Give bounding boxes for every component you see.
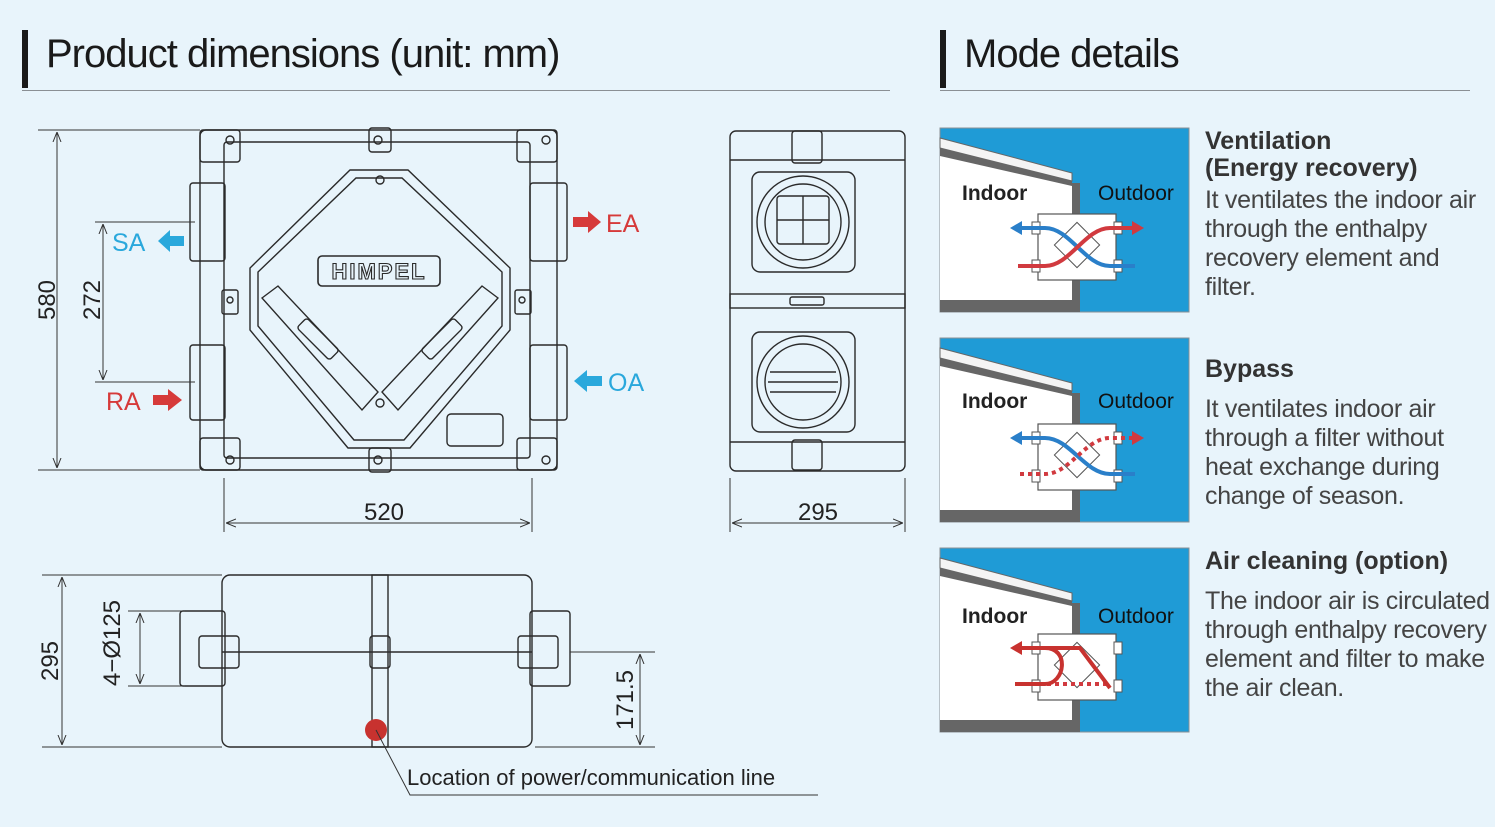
indoor-label: Indoor xyxy=(962,390,1027,413)
mode-title-line1: Air cleaning (option) xyxy=(1205,547,1449,575)
offset-dim-label: 171.5 xyxy=(612,670,639,730)
width-dim-label: 520 xyxy=(364,499,404,526)
mode-description: It ventilates indoor air through a filte… xyxy=(1205,395,1444,510)
ra-port xyxy=(189,344,226,421)
height-dim-label: 580 xyxy=(34,280,61,320)
sa-port xyxy=(189,182,226,262)
bottom-port-left xyxy=(179,610,226,687)
ea-port xyxy=(529,182,568,262)
sa-arrow-icon xyxy=(158,230,184,252)
mode-bypass: Bypass It ventilates indoor air through … xyxy=(1205,356,1490,511)
supply-arrow-icon xyxy=(1010,221,1022,235)
oa-label: OA xyxy=(608,369,644,397)
side-view xyxy=(729,130,906,472)
outdoor-label: Outdoor xyxy=(1098,182,1174,205)
exhaust-arrow-icon xyxy=(1132,431,1144,445)
ra-label: RA xyxy=(106,388,141,416)
mode-bypass-diagram: Indoor Outdoor xyxy=(939,337,1190,523)
oa-arrow-icon xyxy=(574,370,602,392)
exhaust-arrow-icon xyxy=(1132,221,1144,235)
supply-arrow-icon xyxy=(1010,431,1022,445)
dimensions-title: Product dimensions (unit: mm) xyxy=(46,32,560,76)
filter-right xyxy=(381,285,500,412)
logo-plate xyxy=(317,255,441,287)
modes-title: Mode details xyxy=(964,32,1180,76)
bottom-port-right xyxy=(529,610,571,687)
mode-ventilation-diagram: Indoor Outdoor xyxy=(939,127,1190,313)
outdoor-label: Outdoor xyxy=(1098,390,1174,413)
mode-air-cleaning: Air cleaning (option) The indoor air is … xyxy=(1205,548,1490,703)
bottom-view xyxy=(179,574,571,748)
outdoor-label: Outdoor xyxy=(1098,605,1174,628)
dimensions-heading: Product dimensions (unit: mm) xyxy=(22,28,890,91)
ra-arrow-icon xyxy=(153,389,182,411)
duct-dim-label: 4−Ø125 xyxy=(99,600,126,686)
indoor-label: Indoor xyxy=(962,605,1027,628)
mode-description: It ventilates the indoor air through the… xyxy=(1205,186,1476,301)
mode-ventilation: Ventilation (Energy recovery) It ventila… xyxy=(1205,128,1490,302)
side-housing xyxy=(729,130,906,472)
brand-logo: HIMPEL xyxy=(331,259,426,284)
ea-arrow-icon xyxy=(573,211,601,233)
mode-air-cleaning-diagram: Indoor Outdoor xyxy=(939,547,1190,733)
depth-dim-label: 295 xyxy=(798,499,838,526)
heading-bar xyxy=(940,30,946,88)
mode-title-line2: (Energy recovery) xyxy=(1205,154,1418,182)
heading-bar xyxy=(22,30,28,88)
mode-title-line1: Bypass xyxy=(1205,355,1294,383)
front-view xyxy=(189,127,568,473)
mode-description: The indoor air is circulated through ent… xyxy=(1205,587,1490,702)
modes-heading: Mode details xyxy=(940,28,1470,91)
exhaust-arrow-icon xyxy=(1010,641,1022,655)
ea-label: EA xyxy=(606,210,640,238)
center-panel xyxy=(249,169,511,449)
bottom-height-dim-label: 295 xyxy=(37,641,64,681)
oa-port xyxy=(529,344,568,421)
front-housing xyxy=(199,129,558,471)
indoor-label: Indoor xyxy=(962,182,1027,205)
sa-label: SA xyxy=(112,229,146,257)
port-spacing-dim-label: 272 xyxy=(79,280,106,320)
filter-left xyxy=(260,285,379,412)
power-line-label: Location of power/communication line xyxy=(407,765,775,790)
mode-title-line1: Ventilation xyxy=(1205,127,1332,155)
